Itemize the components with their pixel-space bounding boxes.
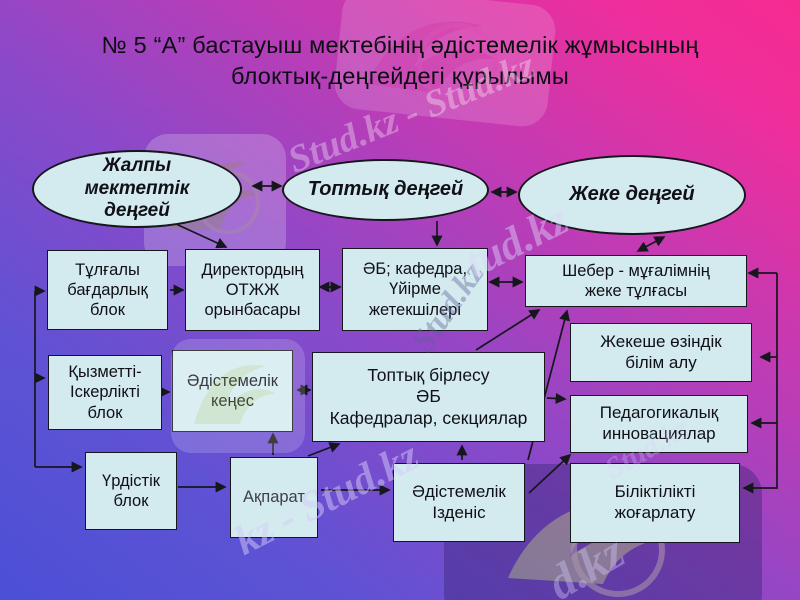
block-zhekeshe: Жекеше өзіндік білім алу (570, 323, 752, 382)
block-izdenis: Әдістемелік Ізденіс (393, 463, 525, 542)
block-biliktilikti: Біліктілікті жоғарлату (570, 463, 740, 543)
block-kenes: Әдістемелік кеңес (172, 350, 293, 432)
slide-title: № 5 “А” бастауыш мектебінің әдістемелік … (101, 32, 699, 90)
block-sheber: Шебер - мұғалімнің жеке тұлғасы (525, 255, 747, 307)
block-toptyk-birlesu: Топтық бірлесу ӘБ Кафедралар, секциялар (312, 352, 545, 442)
block-kyzmetti: Қызметті- Іскерлікті блок (48, 355, 162, 430)
level-individual-ellipse: Жеке деңгей (518, 155, 746, 235)
block-urdistik: Үрдістік блок (85, 452, 177, 530)
level-group-ellipse: Топтық деңгей (282, 159, 489, 221)
block-tulgaly: Тұлғалы бағдарлық блок (47, 250, 168, 330)
block-pedagogikalyk: Педагогикалық инновациялар (570, 395, 748, 453)
block-akparat: Ақпарат (230, 457, 318, 538)
level-school-ellipse: Жалпы мектептік деңгей (32, 150, 242, 228)
block-ab-kafedra: ӘБ; кафедра, Үйірме жетекшілері (342, 248, 488, 331)
block-director: Директордың ОТЖЖ орынбасары (185, 249, 320, 331)
